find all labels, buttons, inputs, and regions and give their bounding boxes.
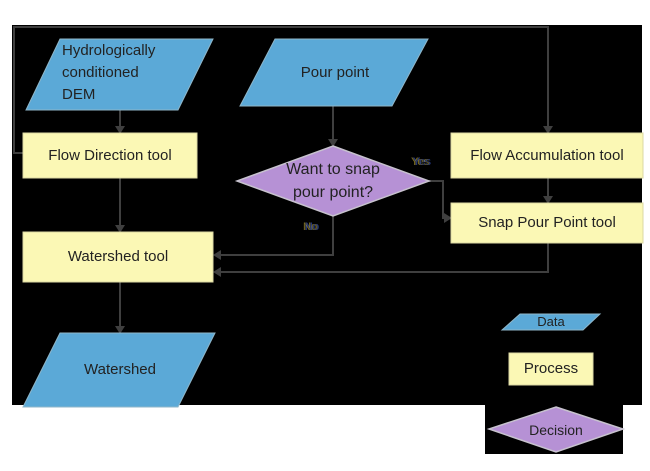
edge-yes-label: Yes	[412, 156, 430, 168]
edge-decision-no-to-watershedtool	[221, 216, 334, 256]
edge-snappourpoint-to-watershedtool	[221, 243, 549, 273]
arrowhead-into-watershed	[115, 326, 125, 334]
arrowhead-into-watershed-tool-right-lower	[213, 267, 221, 277]
legend-process-shape	[508, 352, 594, 386]
arrowhead-into-snap-pour-point-top	[543, 196, 553, 204]
node-snap-pour-point-shape	[450, 202, 644, 244]
node-decision-shape	[234, 145, 432, 217]
node-watershed-tool-shape	[22, 231, 214, 283]
legend-decision-shape	[486, 406, 626, 453]
arrowhead-into-flow-accumulation	[543, 126, 553, 134]
arrowhead-into-decision	[328, 139, 338, 147]
node-flow-accumulation-shape	[450, 132, 644, 179]
node-watershed-shape	[22, 332, 216, 408]
legend-data-shape	[500, 313, 602, 331]
edge-no-label: No	[304, 221, 319, 233]
node-dem-shape	[25, 38, 214, 111]
edge-flowdirection-to-flowaccumulation	[13, 26, 549, 154]
arrowhead-into-snap-pour-point-left	[444, 213, 452, 223]
node-pour-point-shape	[239, 38, 429, 107]
arrowhead-into-watershed-tool-top	[115, 225, 125, 233]
arrowhead-into-flow-direction	[115, 126, 125, 134]
edge-decision-yes-to-snappourpoint	[429, 180, 444, 219]
node-flow-direction-shape	[22, 132, 198, 179]
arrowhead-into-watershed-tool-right-upper	[213, 250, 221, 260]
